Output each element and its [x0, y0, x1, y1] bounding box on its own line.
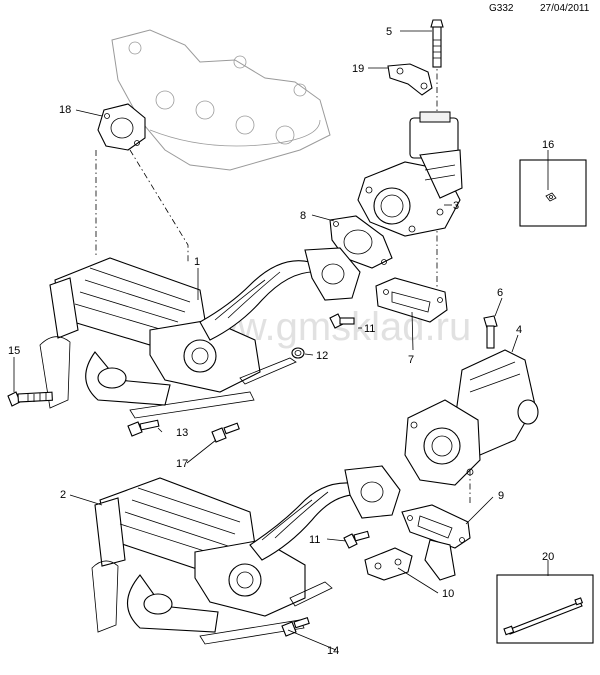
callout-5: 5 [386, 26, 392, 38]
manifold-gasket [97, 103, 146, 151]
callout-15: 15 [8, 345, 20, 357]
egr-valve-upper [357, 111, 463, 237]
callout-2: 2 [60, 489, 66, 501]
callout-10: 10 [442, 588, 454, 600]
callout-20: 20 [542, 551, 554, 563]
callout-14: 14 [327, 645, 339, 657]
callout-4: 4 [516, 324, 522, 336]
callout-11-upper: 11 [364, 323, 375, 335]
clip-box [519, 159, 587, 227]
callout-12: 12 [316, 350, 328, 362]
bolt-14 [281, 616, 310, 637]
diagram-date: 27/04/2011 [540, 3, 590, 14]
callout-9: 9 [498, 490, 504, 502]
bolt-long [430, 19, 444, 68]
callout-19: 19 [352, 63, 364, 75]
callout-3: 3 [453, 200, 459, 212]
callout-13: 13 [176, 427, 188, 439]
cooler-gasket [375, 277, 448, 323]
callout-6: 6 [497, 287, 503, 299]
callout-18: 18 [59, 104, 71, 116]
cable-tie-box [496, 574, 594, 644]
egr-cooler-upper [39, 247, 361, 419]
bolt-small-b [211, 422, 240, 443]
callout-8: 8 [300, 210, 306, 222]
callout-17: 17 [176, 458, 188, 470]
callout-11-lower: 11 [309, 534, 320, 546]
diagram-code: G332 [489, 3, 514, 14]
egr-cooler-lower [91, 465, 401, 645]
bolt-horizontal [7, 391, 53, 407]
egr-gasket-lower [401, 504, 471, 549]
callout-16: 16 [542, 139, 554, 151]
manifold-ghost [111, 29, 331, 171]
callout-1: 1 [194, 256, 200, 268]
bolt-small-a [127, 419, 160, 437]
bolt-vertical [483, 315, 498, 349]
callout-labels: 5 19 18 16 3 8 1 6 11 4 15 12 7 13 17 2 … [8, 26, 554, 657]
bolt-11-lower [343, 530, 370, 549]
leader-lines [13, 30, 549, 651]
align-line [129, 149, 189, 262]
callout-7: 7 [408, 354, 414, 366]
o-ring [291, 347, 305, 359]
bracket [387, 63, 433, 96]
egr-valve-lower [404, 349, 539, 486]
bolt-11-upper [329, 313, 355, 329]
connecting-pipe-bracket [364, 539, 456, 581]
